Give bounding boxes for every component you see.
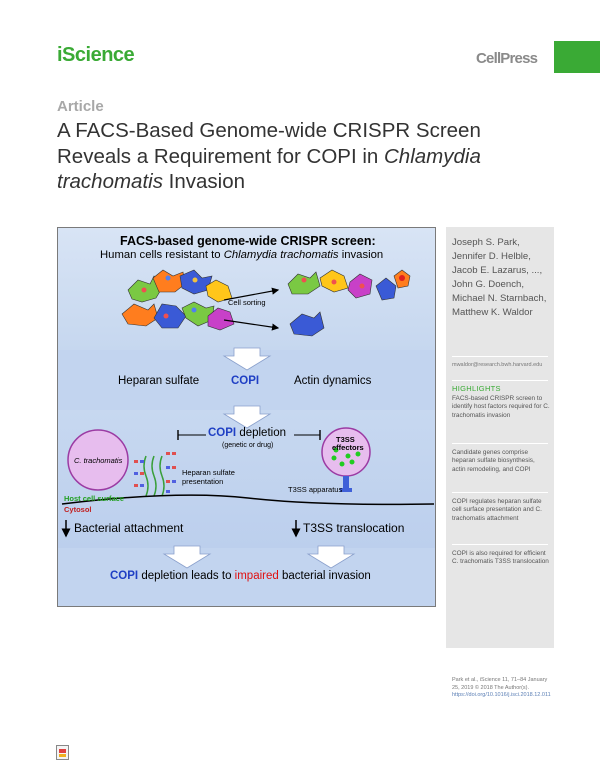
heparan-sulfate-chains xyxy=(134,452,176,497)
publisher-logo: CellPress xyxy=(476,50,538,67)
sort-arrow-bottom xyxy=(223,319,280,331)
highlight-item: Candidate genes comprise heparan sulfate… xyxy=(452,449,535,473)
actin-dynamics-label: Actin dynamics xyxy=(294,375,372,387)
article-type-label: Article xyxy=(57,98,104,115)
title-organism: Chlamydia trachomatis xyxy=(57,144,481,194)
title-text: A FACS-Based Genome-wide CRISPR Screen R… xyxy=(57,119,481,168)
conclusion-text-2: bacterial invasion xyxy=(278,570,371,582)
header-accent-tab xyxy=(554,41,600,73)
citation-text: Park et al., iScience 11, 71–84 January … xyxy=(452,677,548,691)
t3ss-apparatus-label: T3SS apparatus xyxy=(288,485,343,494)
ga-panel-conclusion xyxy=(58,548,435,606)
sidebar-divider xyxy=(452,356,548,357)
host-cell-surface-label: Host cell surface xyxy=(64,494,125,503)
conclusion-text-1: depletion leads to xyxy=(138,570,235,582)
conclusion-copi: COPI xyxy=(110,570,139,582)
graphical-abstract: FACS-based genome-wide CRISPR screen: Hu… xyxy=(57,227,436,607)
cell-cluster-sorted-top xyxy=(287,269,411,301)
copi-depletion-label: COPI depletion xyxy=(208,427,286,439)
cell-sorting-label: Cell sorting xyxy=(228,298,266,307)
down-arrow-3 xyxy=(162,545,212,569)
journal-logo: iScience xyxy=(57,44,135,66)
t3ss-effectors-label-1: T3SS xyxy=(336,435,355,444)
copi-label: COPI xyxy=(231,375,260,387)
cell-cluster-unsorted xyxy=(121,269,235,331)
highlight-item: FACS-based CRISPR screen to identify hos… xyxy=(452,395,550,419)
heparan-sulfate-presentation-label-1: Heparan sulfate xyxy=(182,468,235,477)
sidebar-divider xyxy=(452,544,548,545)
chlamydia-bacterium xyxy=(67,429,129,491)
c-trachomatis-label: C. trachomatis xyxy=(74,456,123,465)
down-arrow-4 xyxy=(306,545,356,569)
check-for-updates-icon[interactable] xyxy=(56,745,69,760)
t3ss-translocation-label: T3SS translocation xyxy=(303,521,405,535)
ga-conclusion: COPI depletion leads to impaired bacteri… xyxy=(110,570,371,582)
citation-block: Park et al., iScience 11, 71–84 January … xyxy=(452,677,551,700)
ga-illustration xyxy=(61,269,435,569)
article-title: A FACS-Based Genome-wide CRISPR Screen R… xyxy=(57,118,547,195)
ga-screen-title: FACS-based genome-wide CRISPR screen: xyxy=(120,234,376,248)
correspondence-email[interactable]: mwaldor@research.bwh.harvard.edu xyxy=(452,362,543,368)
bacterial-attachment-label: Bacterial attachment xyxy=(74,521,184,535)
down-arrow-1 xyxy=(222,347,272,371)
sidebar-margin xyxy=(554,227,600,648)
highlight-item: COPI is also required for efficient C. t… xyxy=(452,550,549,566)
sidebar-divider xyxy=(452,443,548,444)
cytosol-label: Cytosol xyxy=(64,505,92,514)
heparan-sulfate-label: Heparan sulfate xyxy=(118,375,200,387)
doi-link[interactable]: https://doi.org/10.1016/j.isci.2018.12.0… xyxy=(452,692,551,698)
ga-panel-screen xyxy=(58,228,435,351)
cell-sorted-resistant xyxy=(289,311,325,337)
host-cell-membrane xyxy=(61,494,435,506)
sort-arrow-top xyxy=(223,287,280,301)
sidebar-panel xyxy=(446,227,554,648)
sidebar-divider xyxy=(452,492,548,493)
t3ss-apparatus xyxy=(343,476,349,490)
t3ss-effectors-label-2: effectors xyxy=(332,443,364,452)
ga-subtitle-organism: Chlamydia trachomatis xyxy=(223,249,339,261)
genetic-or-drug-label: (genetic or drug) xyxy=(222,442,274,449)
highlights-heading: HIGHLIGHTS xyxy=(452,384,501,393)
heparan-sulfate-presentation-label-2: presentation xyxy=(182,477,224,486)
conclusion-impaired: impaired xyxy=(234,570,279,582)
copi-depletion-copi: COPI xyxy=(208,427,237,439)
title-text-end: Invasion xyxy=(162,170,246,193)
ga-screen-subtitle: Human cells resistant to Chlamydia trach… xyxy=(100,249,383,261)
sidebar-divider xyxy=(452,380,548,381)
highlight-item: COPI regulates heparan sulfate cell surf… xyxy=(452,498,542,522)
ga-subtitle-post: invasion xyxy=(338,249,384,261)
author-list: Joseph S. Park, Jennifer D. Helble, Jaco… xyxy=(452,237,547,318)
copi-depletion-text: depletion xyxy=(236,427,286,439)
down-arrow-2 xyxy=(222,405,272,429)
t3ss-effectors xyxy=(331,447,361,467)
ga-subtitle-pre: Human cells resistant to xyxy=(100,249,224,261)
